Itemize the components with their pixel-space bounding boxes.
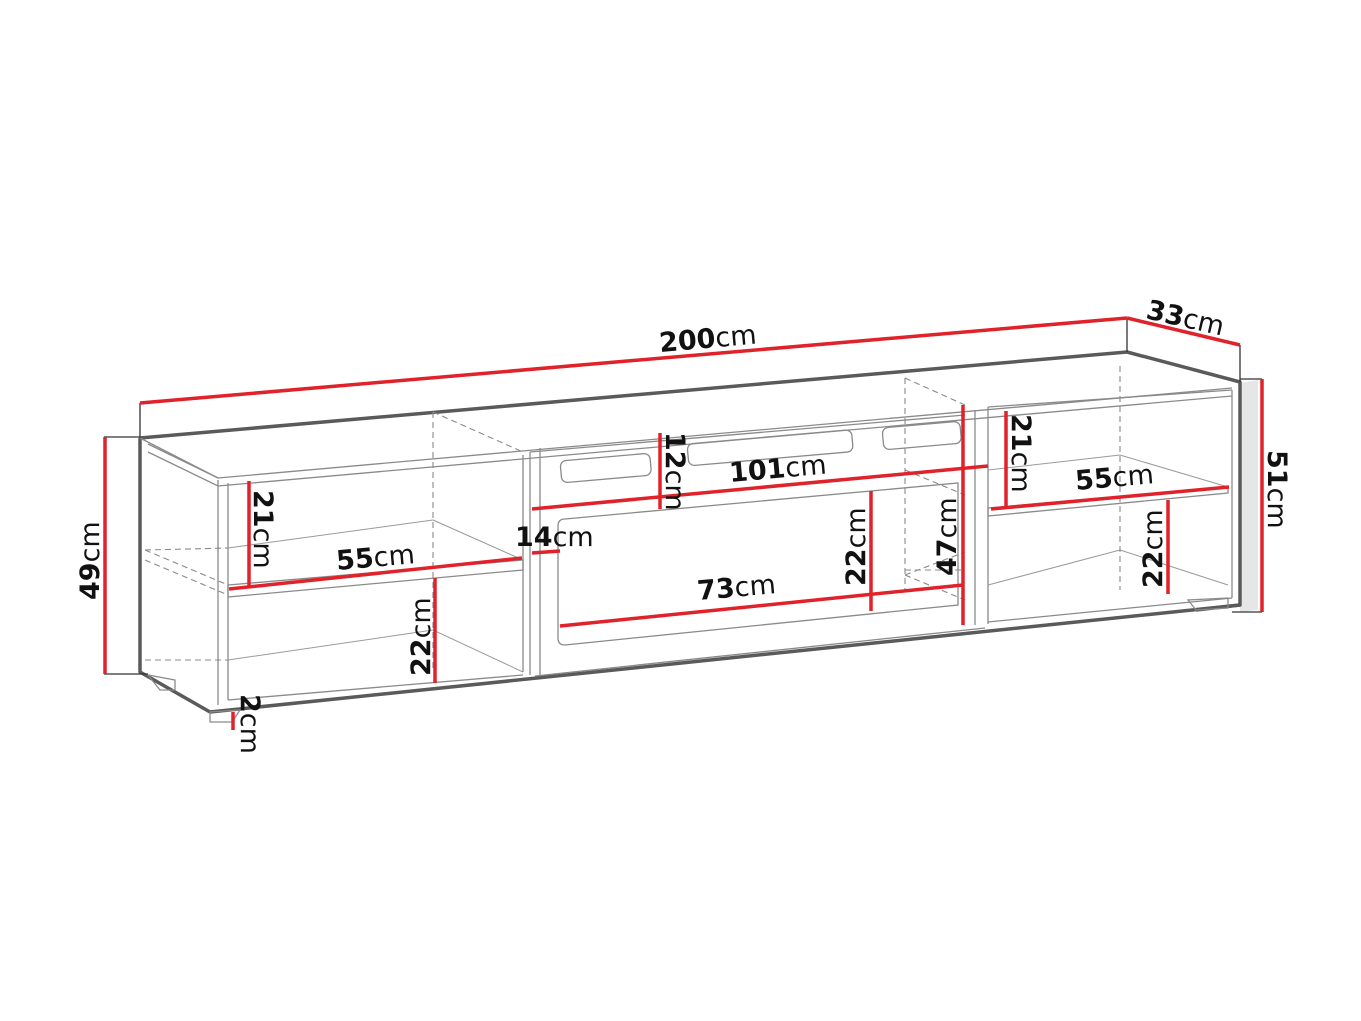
label-center-opening-height: 22cm (841, 507, 872, 586)
label-center-opening-width: 73cm (696, 569, 777, 607)
cabinet-body (138, 350, 1242, 723)
label-body-height: 49cm (75, 521, 106, 600)
label-overall-depth: 33cm (1143, 295, 1227, 343)
slot-center (686, 429, 854, 467)
dim-line-overall-width (139, 316, 1128, 405)
label-right-lower-height: 22cm (1138, 509, 1169, 588)
label-left-upper-height: 21cm (247, 490, 278, 569)
dimension-labels: 200cm 33cm 51cm 49cm 2cm 21cm 55cm 22cm … (75, 295, 1292, 754)
center-opening (557, 482, 959, 646)
label-left-shelf-width: 55cm (335, 539, 416, 577)
label-left-lower-height: 22cm (406, 597, 437, 676)
center-compartment (529, 377, 986, 677)
dim-line-center-opening-width (559, 583, 964, 628)
label-center-total-height: 47cm (932, 497, 963, 576)
slot-right (881, 421, 962, 451)
label-leg-height: 2cm (234, 694, 265, 754)
dim-line-center-gap (531, 549, 561, 555)
label-right-shelf-width: 55cm (1074, 459, 1155, 497)
extension-lines (104, 318, 1262, 675)
label-overall-width: 200cm (658, 320, 758, 359)
dim-line-center-width (531, 464, 989, 511)
label-center-width: 101cm (728, 450, 828, 489)
label-center-gap: 14cm (515, 522, 594, 553)
dim-line-left-shelf-width (228, 556, 523, 591)
label-overall-height: 51cm (1261, 450, 1292, 529)
right-side-shadow (1240, 380, 1258, 612)
label-right-upper-height: 21cm (1005, 414, 1036, 493)
right-compartment (974, 366, 1233, 625)
label-center-top-height: 12cm (659, 432, 690, 511)
dimension-lines (103, 316, 1264, 730)
dim-line-overall-depth (1126, 316, 1241, 347)
dim-line-right-shelf-width (990, 485, 1230, 511)
slot-left (559, 453, 652, 484)
